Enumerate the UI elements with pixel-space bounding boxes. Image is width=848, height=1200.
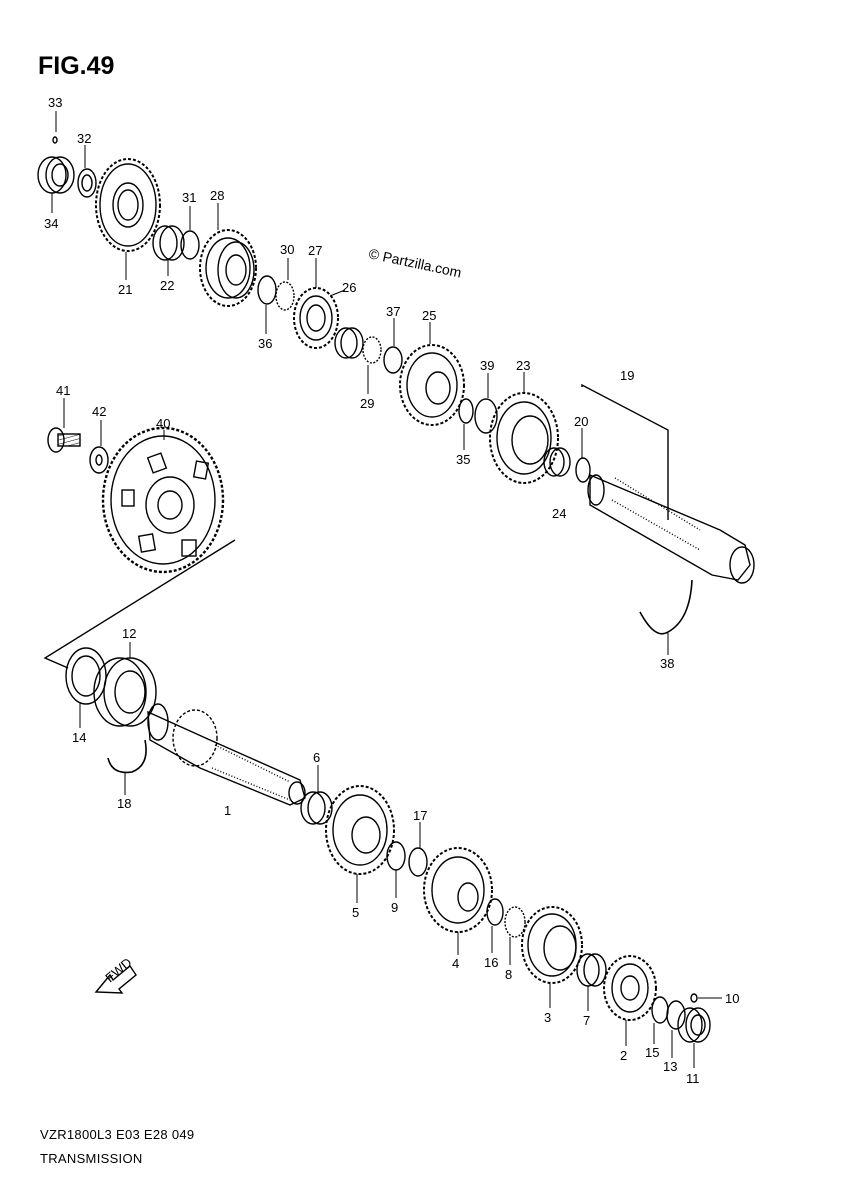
washer-32 bbox=[77, 168, 97, 198]
callout-3: 3 bbox=[544, 1010, 551, 1025]
callout-17: 17 bbox=[413, 808, 427, 823]
driveshaft-1 bbox=[147, 703, 306, 806]
callout-9: 9 bbox=[391, 900, 398, 915]
callout-39: 39 bbox=[480, 358, 494, 373]
washer-31 bbox=[180, 230, 200, 260]
gear-3 bbox=[521, 906, 583, 984]
washer-42 bbox=[89, 446, 109, 474]
callout-36: 36 bbox=[258, 336, 272, 351]
callout-7: 7 bbox=[583, 1013, 590, 1028]
callout-24: 24 bbox=[552, 506, 566, 521]
callout-38: 38 bbox=[660, 656, 674, 671]
washer-39 bbox=[474, 398, 498, 434]
bolt-41 bbox=[47, 427, 81, 453]
callout-2: 2 bbox=[620, 1048, 627, 1063]
callout-8: 8 bbox=[505, 967, 512, 982]
washer-37 bbox=[383, 346, 403, 374]
washer-29b bbox=[362, 336, 382, 364]
watermark: © Partzilla.com bbox=[367, 245, 463, 280]
callout-12: 12 bbox=[122, 626, 136, 641]
callout-34: 34 bbox=[44, 216, 58, 231]
bushing-6 bbox=[300, 791, 333, 825]
figure-title: FIG.49 bbox=[38, 52, 115, 80]
gear-25 bbox=[399, 344, 465, 426]
washer-8 bbox=[504, 906, 526, 938]
callout-32: 32 bbox=[77, 131, 91, 146]
gear-27 bbox=[293, 287, 339, 349]
gear-21 bbox=[95, 158, 161, 252]
footer-model-code: VZR1800L3 E03 E28 049 bbox=[40, 1127, 195, 1142]
gear-23 bbox=[489, 392, 559, 484]
callout-25: 25 bbox=[422, 308, 436, 323]
oil-seal-14 bbox=[65, 647, 107, 705]
washer-30 bbox=[275, 281, 295, 311]
callout-33: 33 bbox=[48, 95, 62, 110]
callout-22: 22 bbox=[160, 278, 174, 293]
bearing-12 bbox=[93, 657, 157, 727]
callout-28: 28 bbox=[210, 188, 224, 203]
callout-35: 35 bbox=[456, 452, 470, 467]
bushing-7 bbox=[576, 953, 607, 987]
bushing-29 bbox=[334, 327, 364, 359]
gear-2 bbox=[603, 955, 657, 1021]
bushing-22 bbox=[152, 225, 185, 261]
callout-29: 29 bbox=[360, 396, 374, 411]
bracket-40-14 bbox=[43, 539, 236, 669]
gear-28 bbox=[199, 229, 257, 307]
callout-31: 31 bbox=[182, 190, 196, 205]
callout-37: 37 bbox=[386, 304, 400, 319]
callout-23: 23 bbox=[516, 358, 530, 373]
callout-labels: 33 32 34 21 22 31 28 36 30 27 26 29 37 2… bbox=[44, 95, 739, 1086]
circlip-36 bbox=[257, 275, 277, 305]
gear-40 bbox=[101, 426, 225, 574]
circlip-18 bbox=[107, 739, 147, 774]
callout-10: 10 bbox=[725, 991, 739, 1006]
callout-18: 18 bbox=[117, 796, 131, 811]
callout-19: 19 bbox=[620, 368, 634, 383]
callout-4: 4 bbox=[452, 956, 459, 971]
circlip-35 bbox=[458, 398, 474, 424]
countershaft-19 bbox=[587, 473, 755, 584]
washer-9 bbox=[386, 841, 406, 871]
callout-21: 21 bbox=[118, 282, 132, 297]
callout-11: 11 bbox=[686, 1071, 700, 1086]
callout-41: 41 bbox=[56, 383, 70, 398]
circlip-17 bbox=[408, 847, 428, 877]
bearing-11 bbox=[677, 1007, 711, 1043]
callout-1: 1 bbox=[224, 803, 231, 818]
callout-27: 27 bbox=[308, 243, 322, 258]
forward-arrow-icon: FWD bbox=[94, 955, 137, 994]
callout-13: 13 bbox=[663, 1059, 677, 1074]
bracket-19 bbox=[581, 383, 669, 520]
countershaft-assembly bbox=[37, 136, 755, 635]
callout-16: 16 bbox=[484, 955, 498, 970]
callout-30: 30 bbox=[280, 242, 294, 257]
callout-6: 6 bbox=[313, 750, 320, 765]
callout-15: 15 bbox=[645, 1045, 659, 1060]
bushing-24 bbox=[543, 447, 571, 477]
callout-20: 20 bbox=[574, 414, 588, 429]
callout-26: 26 bbox=[342, 280, 356, 295]
washer-13 bbox=[666, 1000, 686, 1030]
circlip-10 bbox=[690, 993, 698, 1003]
callout-40: 40 bbox=[156, 416, 170, 431]
callout-14: 14 bbox=[72, 730, 86, 745]
callout-42: 42 bbox=[92, 404, 106, 419]
washer-15 bbox=[651, 996, 669, 1024]
footer-section-name: TRANSMISSION bbox=[40, 1151, 143, 1166]
gear-5 bbox=[325, 785, 395, 875]
circlip-38 bbox=[639, 579, 693, 635]
circlip-16 bbox=[486, 898, 504, 926]
ring-20 bbox=[575, 457, 591, 483]
circlip-33 bbox=[52, 136, 58, 144]
leader-lines bbox=[51, 111, 722, 1068]
bearing-34 bbox=[37, 156, 75, 194]
final-gear-assembly bbox=[43, 426, 236, 669]
driveshaft-assembly bbox=[65, 647, 711, 1043]
gear-4 bbox=[423, 847, 493, 933]
callout-5: 5 bbox=[352, 905, 359, 920]
